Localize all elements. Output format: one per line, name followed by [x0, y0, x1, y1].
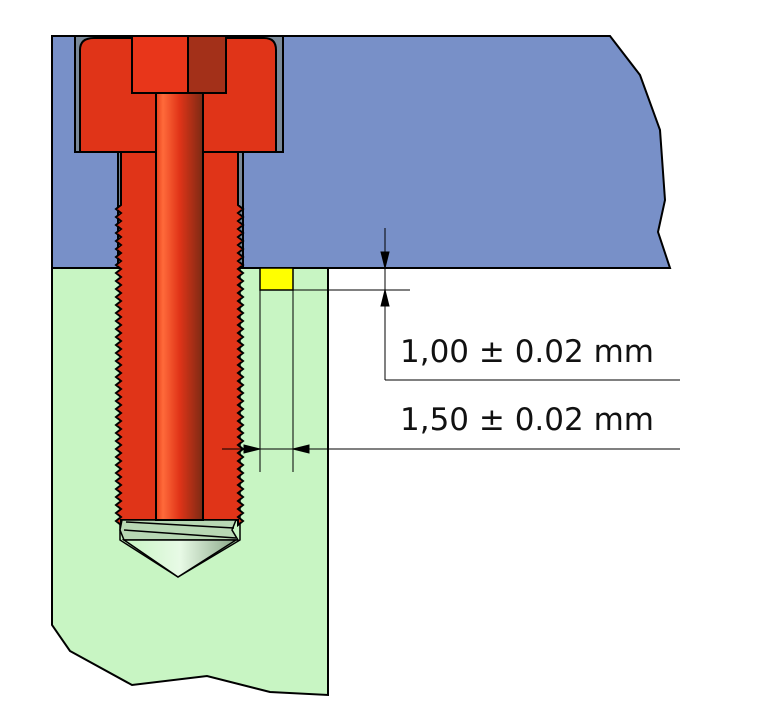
dimension-label-width: 1,50 ± 0.02 mm [400, 402, 654, 438]
extension-lines [259, 289, 410, 472]
hex-socket-shadow [187, 35, 227, 94]
thread-runout-lines [123, 521, 237, 539]
dimension-label-height: 1,00 ± 0.02 mm [400, 334, 654, 370]
bolt-tip [121, 539, 239, 578]
dimension-vertical [380, 228, 680, 381]
gap-marker [259, 267, 294, 291]
hex-socket [131, 35, 189, 94]
center-pin [155, 92, 204, 521]
thread-runout [119, 519, 240, 541]
dimension-horizontal [222, 444, 680, 454]
